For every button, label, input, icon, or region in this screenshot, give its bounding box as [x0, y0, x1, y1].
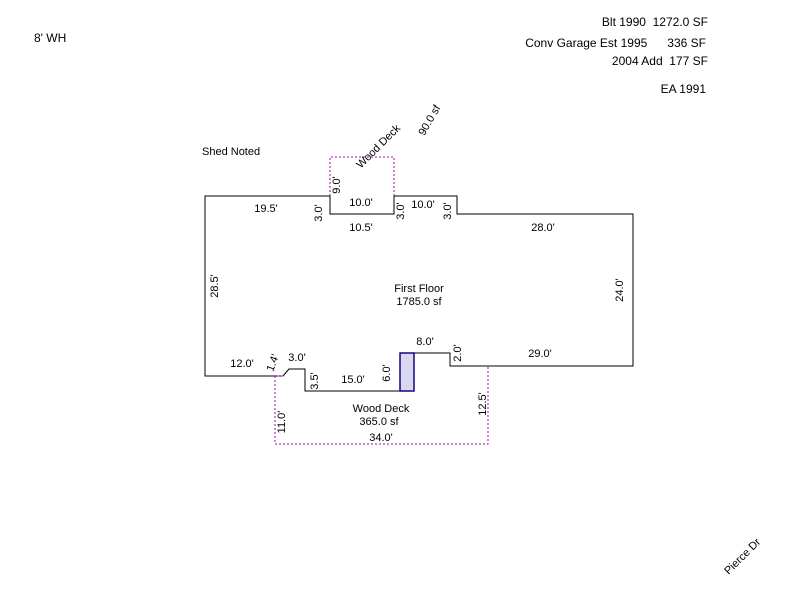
dim-step-top: 10.0' [411, 199, 435, 211]
shed-note: Shed Noted [202, 146, 260, 158]
dim-left-side: 28.5' [209, 274, 221, 298]
garage-conversion-note: Conv Garage Est 1995 336 SF [525, 36, 706, 50]
dim-bottom-step: 3.0' [288, 352, 305, 364]
dim-top-left: 19.5' [254, 203, 278, 215]
effective-age-note: EA 1991 [660, 82, 706, 96]
dim-deck-front-left: 11.0' [276, 411, 288, 434]
dim-top-right: 28.0' [531, 222, 555, 234]
dim-notch-bottom: 10.5' [349, 222, 373, 234]
dim-right-side: 24.0' [614, 278, 626, 302]
dim-notch-right: 3.0' [395, 202, 407, 219]
dim-bottom-left: 12.0' [230, 358, 254, 370]
dim-porch-top: 8.0' [416, 336, 433, 348]
porch-block [399, 352, 415, 392]
dim-deck-front-bottom: 34.0' [369, 432, 393, 444]
first-floor-outline [204, 195, 634, 392]
addition-note: 2004 Add 177 SF [611, 54, 708, 68]
dim-step-right: 3.0' [442, 202, 454, 219]
dim-jog-left: 3.5' [309, 372, 321, 389]
front-deck-label: Wood Deck [353, 403, 410, 415]
dim-bottom-right: 29.0' [528, 348, 552, 360]
front-deck-area: 365.0 sf [359, 416, 399, 428]
dim-jog-right: 2.0' [452, 344, 464, 361]
wall-height-note: 8' WH [34, 31, 67, 45]
rear-deck-label: Wood Deck [354, 122, 403, 171]
dim-deck-front-right: 12.5' [477, 392, 489, 416]
built-year-note: Blt 1990 1272.0 SF [601, 15, 708, 29]
dim-diagonal: 1.4' [265, 353, 282, 373]
rear-deck-area: 90.0 sf [416, 102, 443, 137]
first-floor-label: First Floor [394, 283, 444, 295]
dim-deck-rear-side: 9.0' [331, 176, 343, 193]
street-label: Pierce Dr [722, 536, 763, 577]
first-floor-area: 1785.0 sf [396, 296, 442, 308]
dim-bottom-mid: 15.0' [341, 374, 365, 386]
dim-notch-top: 10.0' [349, 197, 373, 209]
dim-notch-left: 3.0' [313, 204, 325, 221]
dim-porch-side: 6.0' [381, 364, 393, 381]
front-wood-deck-outline [274, 366, 489, 445]
